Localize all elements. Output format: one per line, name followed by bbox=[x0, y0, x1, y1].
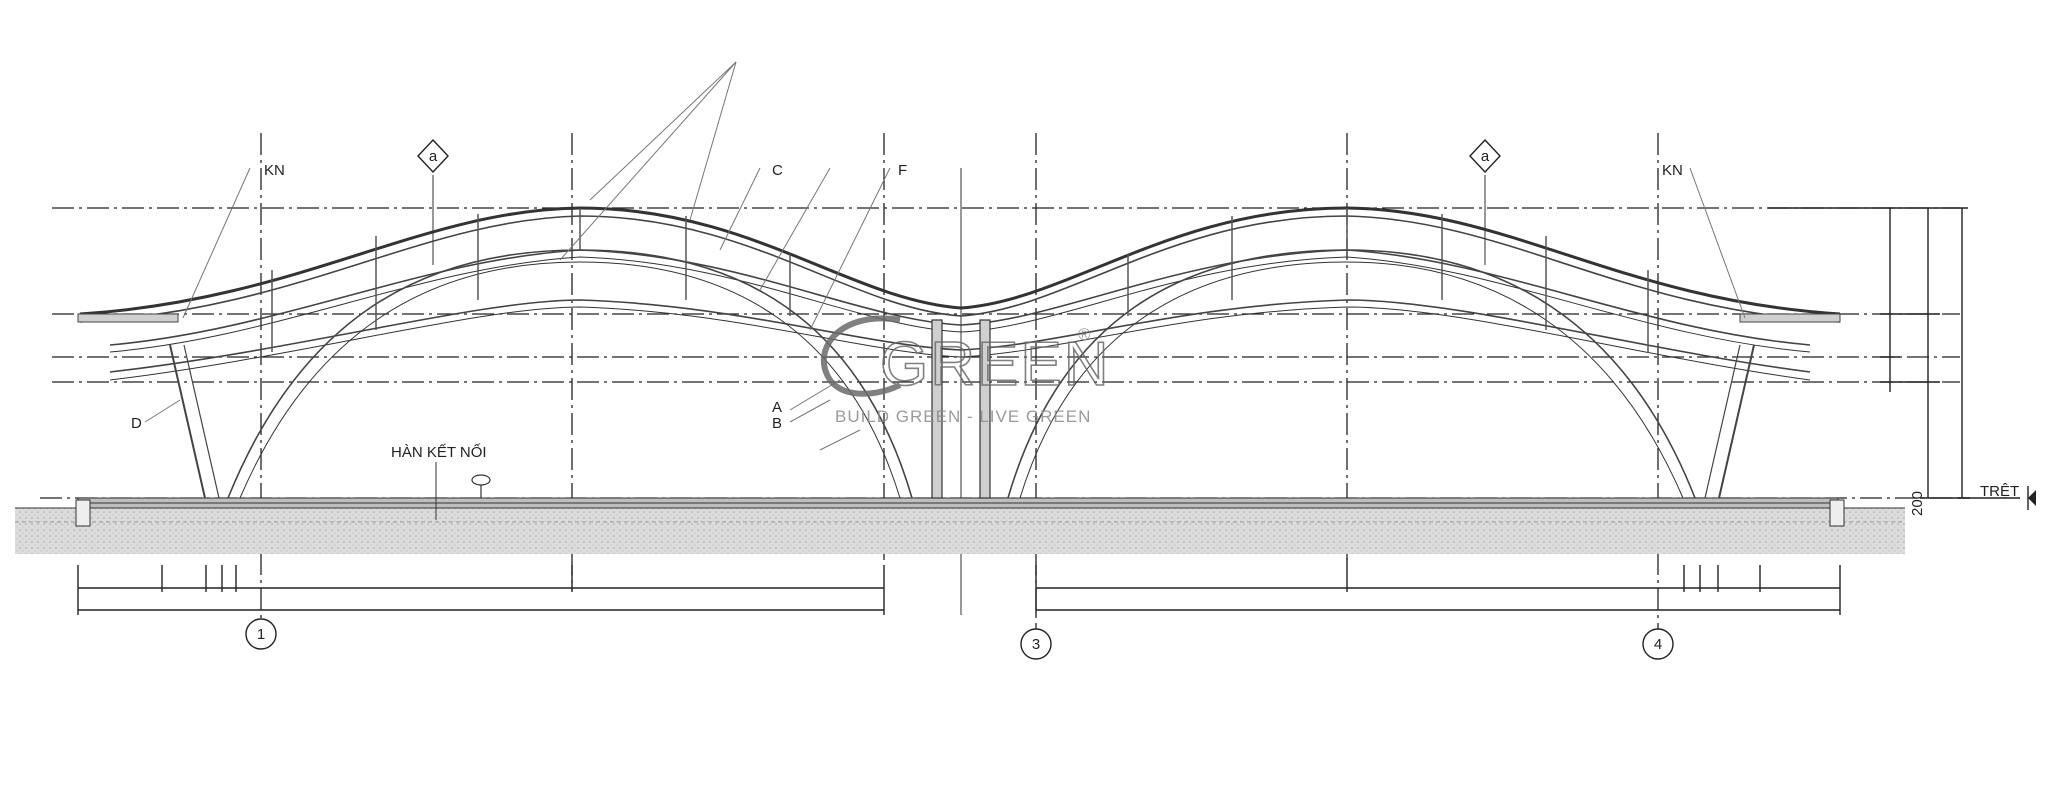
roof-structure bbox=[77, 206, 1841, 381]
grid-bubble-1-label: 1 bbox=[257, 626, 265, 643]
label-member-f: F bbox=[898, 162, 907, 179]
grid-bubble-3-label: 3 bbox=[1032, 636, 1040, 653]
label-level-ground: TRỆT bbox=[1980, 483, 2019, 500]
vertical-dimensions bbox=[1768, 207, 2020, 499]
hangers bbox=[271, 208, 1649, 352]
section-marker-left: a bbox=[417, 138, 449, 174]
leader-lines bbox=[144, 61, 1746, 520]
label-kn-right: KN bbox=[1662, 162, 1683, 179]
section-marker-right-label: a bbox=[1481, 148, 1490, 165]
weld-symbol-icon bbox=[471, 474, 491, 498]
watermark-registered: ® bbox=[1078, 325, 1092, 344]
label-kn-left: KN bbox=[264, 162, 285, 179]
section-marker-left-label: a bbox=[429, 148, 438, 165]
label-member-c: C bbox=[772, 162, 783, 179]
grid-bubble-1: 1 bbox=[245, 618, 277, 650]
label-dim-200: 200 bbox=[1909, 491, 1926, 516]
grid-bubble-4: 4 bbox=[1642, 628, 1674, 660]
label-member-b: B bbox=[772, 415, 782, 432]
label-weld-note: HÀN KẾT NỐI bbox=[391, 443, 487, 461]
columns bbox=[75, 319, 1845, 527]
ground-slab bbox=[15, 497, 1905, 554]
grid-bubble-3: 3 bbox=[1020, 628, 1052, 660]
horizontal-dimensions bbox=[77, 558, 1841, 615]
section-marker-right: a bbox=[1469, 138, 1501, 174]
watermark-brand: GREEN bbox=[880, 330, 1110, 399]
label-member-a: A bbox=[772, 399, 782, 416]
level-marker-icon bbox=[2027, 486, 2036, 510]
label-member-d: D bbox=[131, 415, 142, 432]
watermark-slogan: BUILD GREEN - LIVE GREEN bbox=[835, 407, 1091, 426]
brand-watermark: GREEN ® BUILD GREEN - LIVE GREEN bbox=[820, 315, 1110, 426]
brand-logo-icon bbox=[820, 315, 902, 397]
grid-bubble-4-label: 4 bbox=[1654, 636, 1662, 653]
